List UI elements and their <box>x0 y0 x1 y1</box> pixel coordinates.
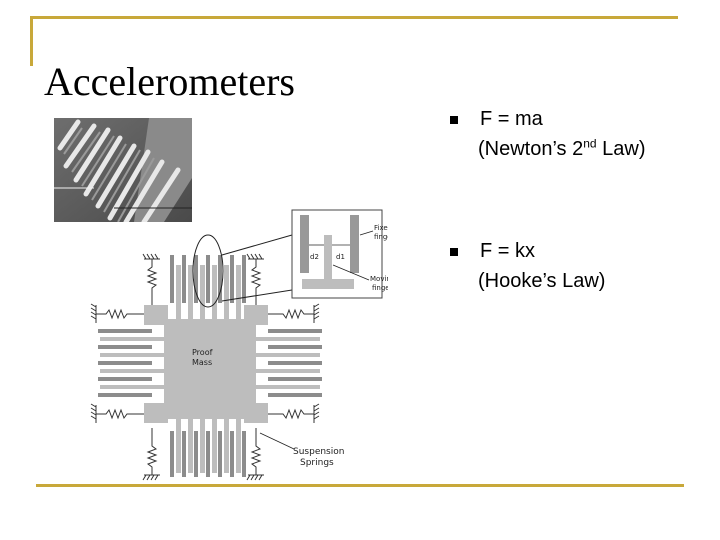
suspension-springs-label-1: Suspension <box>293 447 344 457</box>
suspension-springs-label-2: Springs <box>300 458 334 468</box>
frame-left-rule <box>30 16 33 66</box>
square-bullet-icon <box>450 116 458 124</box>
ordinal-superscript: nd <box>583 136 597 151</box>
moving-finger-label-2: finger <box>372 284 388 292</box>
d1-label: d1 <box>336 253 345 261</box>
square-bullet-icon <box>450 248 458 256</box>
accelerometer-diagram: d2 d1 Fixed fingers Moving finger Proof … <box>90 209 388 481</box>
bullet-equation: F = kx <box>480 240 536 262</box>
bullet-law: (Newton’s 2nd Law) <box>478 136 646 160</box>
fixed-fingers-label-2: fingers <box>374 233 388 241</box>
slide-title: Accelerometers <box>44 59 295 104</box>
d2-label: d2 <box>310 253 319 261</box>
bullet-equation: F = ma <box>480 108 543 130</box>
frame-top-rule <box>30 16 678 19</box>
moving-finger-label-1: Moving <box>370 275 388 283</box>
proof-mass-label-1: Proof <box>192 348 213 357</box>
bullet-law: (Hooke’s Law) <box>478 270 606 292</box>
frame-bottom-rule <box>36 484 684 487</box>
fixed-fingers-label-1: Fixed <box>374 224 388 232</box>
proof-mass-label-2: Mass <box>192 358 212 367</box>
sem-photo <box>54 118 192 222</box>
